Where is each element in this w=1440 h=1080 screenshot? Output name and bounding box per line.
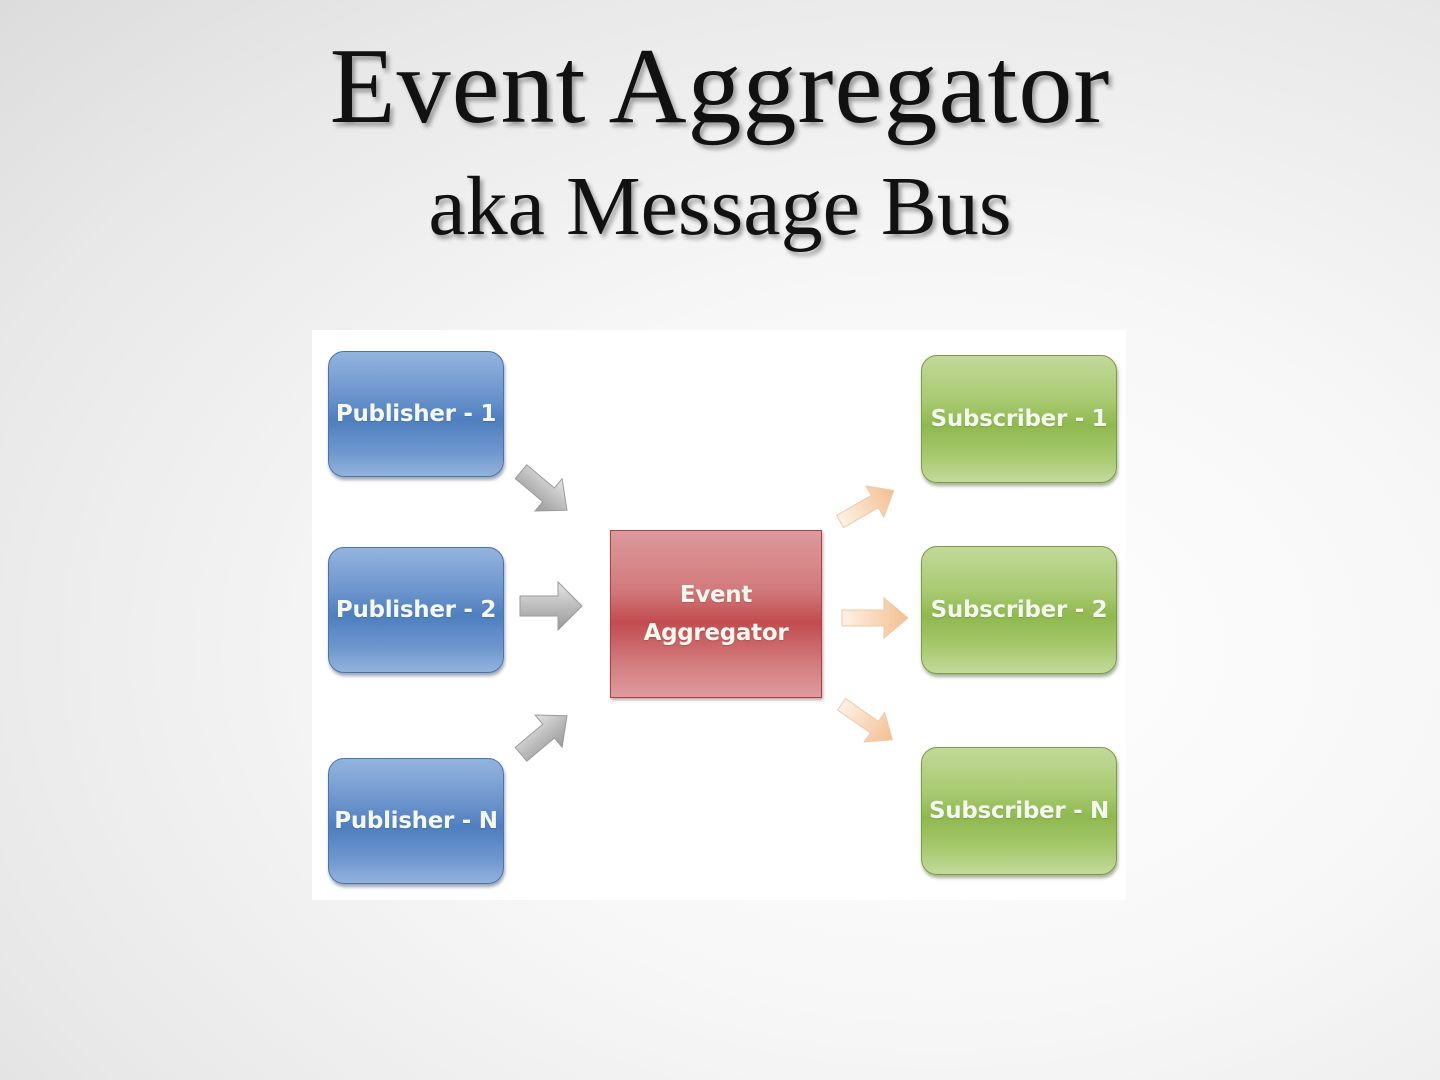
subscriber-2-node: Subscriber - 2 bbox=[921, 546, 1117, 674]
aggregator-label-line2: Aggregator bbox=[643, 620, 789, 646]
publisher-2-label: Publisher - 2 bbox=[335, 597, 497, 623]
subscriber-1-node: Subscriber - 1 bbox=[921, 355, 1117, 483]
publisher-n-label: Publisher - N bbox=[334, 808, 498, 834]
slide-title: Event Aggregator bbox=[329, 27, 1111, 146]
publisher-1-node: Publisher - 1 bbox=[328, 351, 504, 477]
arrow-up-right-icon bbox=[835, 485, 895, 529]
arrow-right-icon bbox=[841, 596, 909, 640]
subscriber-n-label: Subscriber - N bbox=[929, 798, 1109, 824]
aggregator-label-line1: Event bbox=[679, 582, 753, 608]
arrow-down-right-icon bbox=[836, 697, 894, 743]
publisher-2-node: Publisher - 2 bbox=[328, 547, 504, 673]
slide-subtitle: aka Message Bus bbox=[428, 160, 1012, 253]
publisher-n-node: Publisher - N bbox=[328, 758, 504, 884]
subscriber-1-label: Subscriber - 1 bbox=[930, 406, 1108, 432]
event-aggregator-node: Event Aggregator bbox=[610, 530, 822, 698]
subscriber-n-node: Subscriber - N bbox=[921, 747, 1117, 875]
arrow-right-up-icon bbox=[514, 714, 568, 762]
arrow-right-down-icon bbox=[514, 464, 568, 512]
subscriber-2-label: Subscriber - 2 bbox=[930, 597, 1108, 623]
arrow-right-icon bbox=[519, 580, 583, 632]
publisher-1-label: Publisher - 1 bbox=[335, 401, 497, 427]
